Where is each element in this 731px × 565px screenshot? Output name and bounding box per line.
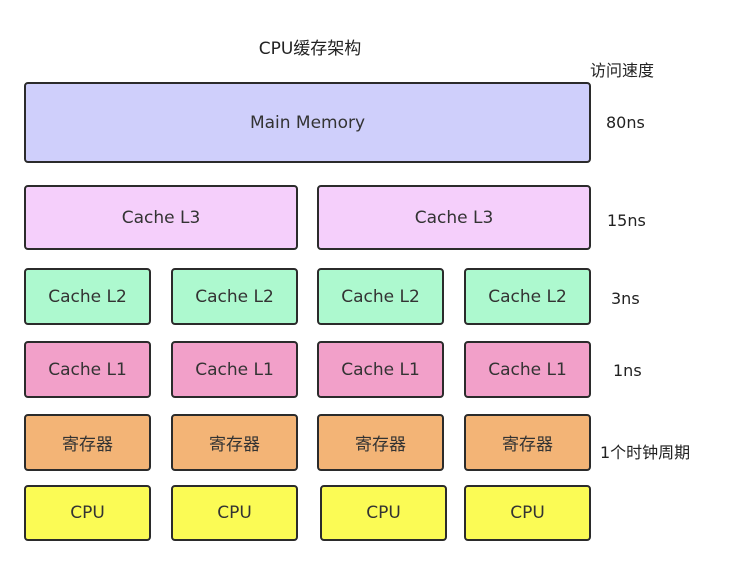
diagram-title: CPU缓存架构: [258, 39, 362, 59]
register-box: 寄存器: [464, 414, 591, 471]
cache-l3-speed: 15ns: [607, 211, 646, 230]
cache-l2-box: Cache L2: [171, 268, 298, 325]
cpu-label: CPU: [510, 503, 545, 523]
register-label: 寄存器: [502, 435, 553, 455]
speed-column-header: 访问速度: [590, 61, 655, 80]
main-memory-speed: 80ns: [606, 113, 645, 132]
cache-l1-label: Cache L1: [488, 359, 567, 380]
cache-l2-speed: 3ns: [611, 289, 640, 308]
register-label: 寄存器: [209, 435, 260, 455]
cache-l1-box: Cache L1: [24, 341, 151, 398]
main-memory-box: Main Memory: [24, 82, 591, 163]
cpu-box: CPU: [464, 485, 591, 541]
cache-l3-label: Cache L3: [414, 207, 494, 228]
cache-l2-label: Cache L2: [195, 286, 274, 307]
cpu-box: CPU: [171, 485, 298, 541]
cache-l1-box: Cache L1: [464, 341, 591, 398]
cache-l2-box: Cache L2: [464, 268, 591, 325]
cpu-box: CPU: [320, 485, 447, 541]
main-memory-label: Main Memory: [249, 112, 366, 133]
cache-l1-label: Cache L1: [195, 359, 274, 380]
cpu-label: CPU: [70, 503, 105, 523]
register-box: 寄存器: [24, 414, 151, 471]
cache-l2-box: Cache L2: [317, 268, 444, 325]
cache-l1-box: Cache L1: [171, 341, 298, 398]
register-box: 寄存器: [171, 414, 298, 471]
register-label: 寄存器: [62, 435, 113, 455]
register-box: 寄存器: [317, 414, 444, 471]
cpu-box: CPU: [24, 485, 151, 541]
cache-l2-label: Cache L2: [488, 286, 567, 307]
cpu-label: CPU: [217, 503, 252, 523]
cache-l3-box: Cache L3: [24, 185, 298, 250]
cache-l1-label: Cache L1: [48, 359, 127, 380]
register-speed: 1个时钟周期: [600, 443, 691, 462]
register-label: 寄存器: [355, 435, 406, 455]
cpu-label: CPU: [366, 503, 401, 523]
cache-l1-speed: 1ns: [613, 361, 642, 380]
cache-l1-box: Cache L1: [317, 341, 444, 398]
cache-l2-label: Cache L2: [341, 286, 420, 307]
cache-l2-label: Cache L2: [48, 286, 127, 307]
cache-l1-label: Cache L1: [341, 359, 420, 380]
cache-l2-box: Cache L2: [24, 268, 151, 325]
cache-l3-label: Cache L3: [121, 207, 201, 228]
cache-l3-box: Cache L3: [317, 185, 591, 250]
